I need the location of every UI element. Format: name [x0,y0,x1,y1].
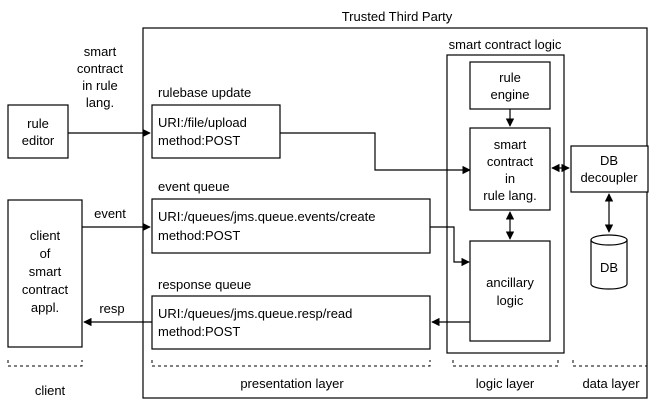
event-queue-title: event queue [158,179,230,194]
db-decoupler-box [570,145,649,193]
smart-contract-box [469,127,551,211]
ancillary-logic-line-1: ancillary [486,275,534,290]
client-bracket [7,360,83,367]
presentation-layer-label: presentation layer [240,376,344,391]
rule-engine-line-1: rule [499,70,521,85]
response-queue-box [151,295,431,350]
response-queue-uri: URI:/queues/jms.queue.resp/read [158,306,352,321]
rule-engine-line-2: engine [490,87,529,102]
rulebase-update-title: rulebase update [158,85,251,100]
rule-engine-box [469,61,551,110]
db-decoupler-line-2: decoupler [580,170,638,185]
logic-layer-label: logic layer [476,376,535,391]
logic-bracket [452,360,559,367]
smart-contract-logic-title: smart contract logic [449,37,562,52]
resp-label: resp [99,301,124,316]
event-label: event [94,206,126,221]
client-layer-label: client [35,383,66,398]
sc-label-line-3: in rule [82,78,117,93]
client-app-line-1: client [30,228,61,243]
db-label: DB [600,260,618,275]
rule-editor-line-1: rule [27,116,49,131]
smart-contract-line-1: smart [494,137,527,152]
rulebase-update-box [151,104,281,159]
response-queue-title: response queue [158,277,251,292]
client-app-line-5: appl. [31,300,59,315]
presentation-bracket [151,360,431,367]
db-cylinder [590,234,628,290]
event-queue-method: method:POST [158,228,240,243]
upload-to-smart-contract-arrow [280,132,471,175]
rulebase-update-method: method:POST [158,133,240,148]
client-app-line-3: smart [29,264,62,279]
rulebase-update-uri: URI:/file/upload [158,115,247,130]
sc-label-line-2: contract [77,61,124,76]
data-layer-label: data layer [582,376,640,391]
ancillary-logic-box [469,240,551,342]
client-app-line-2: of [40,246,51,261]
sc-label-line-4: lang. [86,95,114,110]
ancillary-logic-line-2: logic [497,293,524,308]
event-queue-uri: URI:/queues/jms.queue.events/create [158,209,376,224]
ttp-title: Trusted Third Party [342,9,453,24]
smart-contract-line-4: rule lang. [483,188,536,203]
rule-editor-box [7,104,69,159]
event-queue-to-ancillary-arrow [430,226,470,267]
rule-editor-line-2: editor [22,133,55,148]
response-queue-method: method:POST [158,324,240,339]
smart-contract-line-2: contract [487,154,534,169]
client-app-box [7,199,83,348]
client-app-line-4: contract [22,282,69,297]
sc-label-line-1: smart [84,44,117,59]
smart-contract-line-3: in [505,171,515,186]
event-queue-box [151,198,431,254]
db-decoupler-line-1: DB [600,153,618,168]
data-bracket [572,360,648,367]
